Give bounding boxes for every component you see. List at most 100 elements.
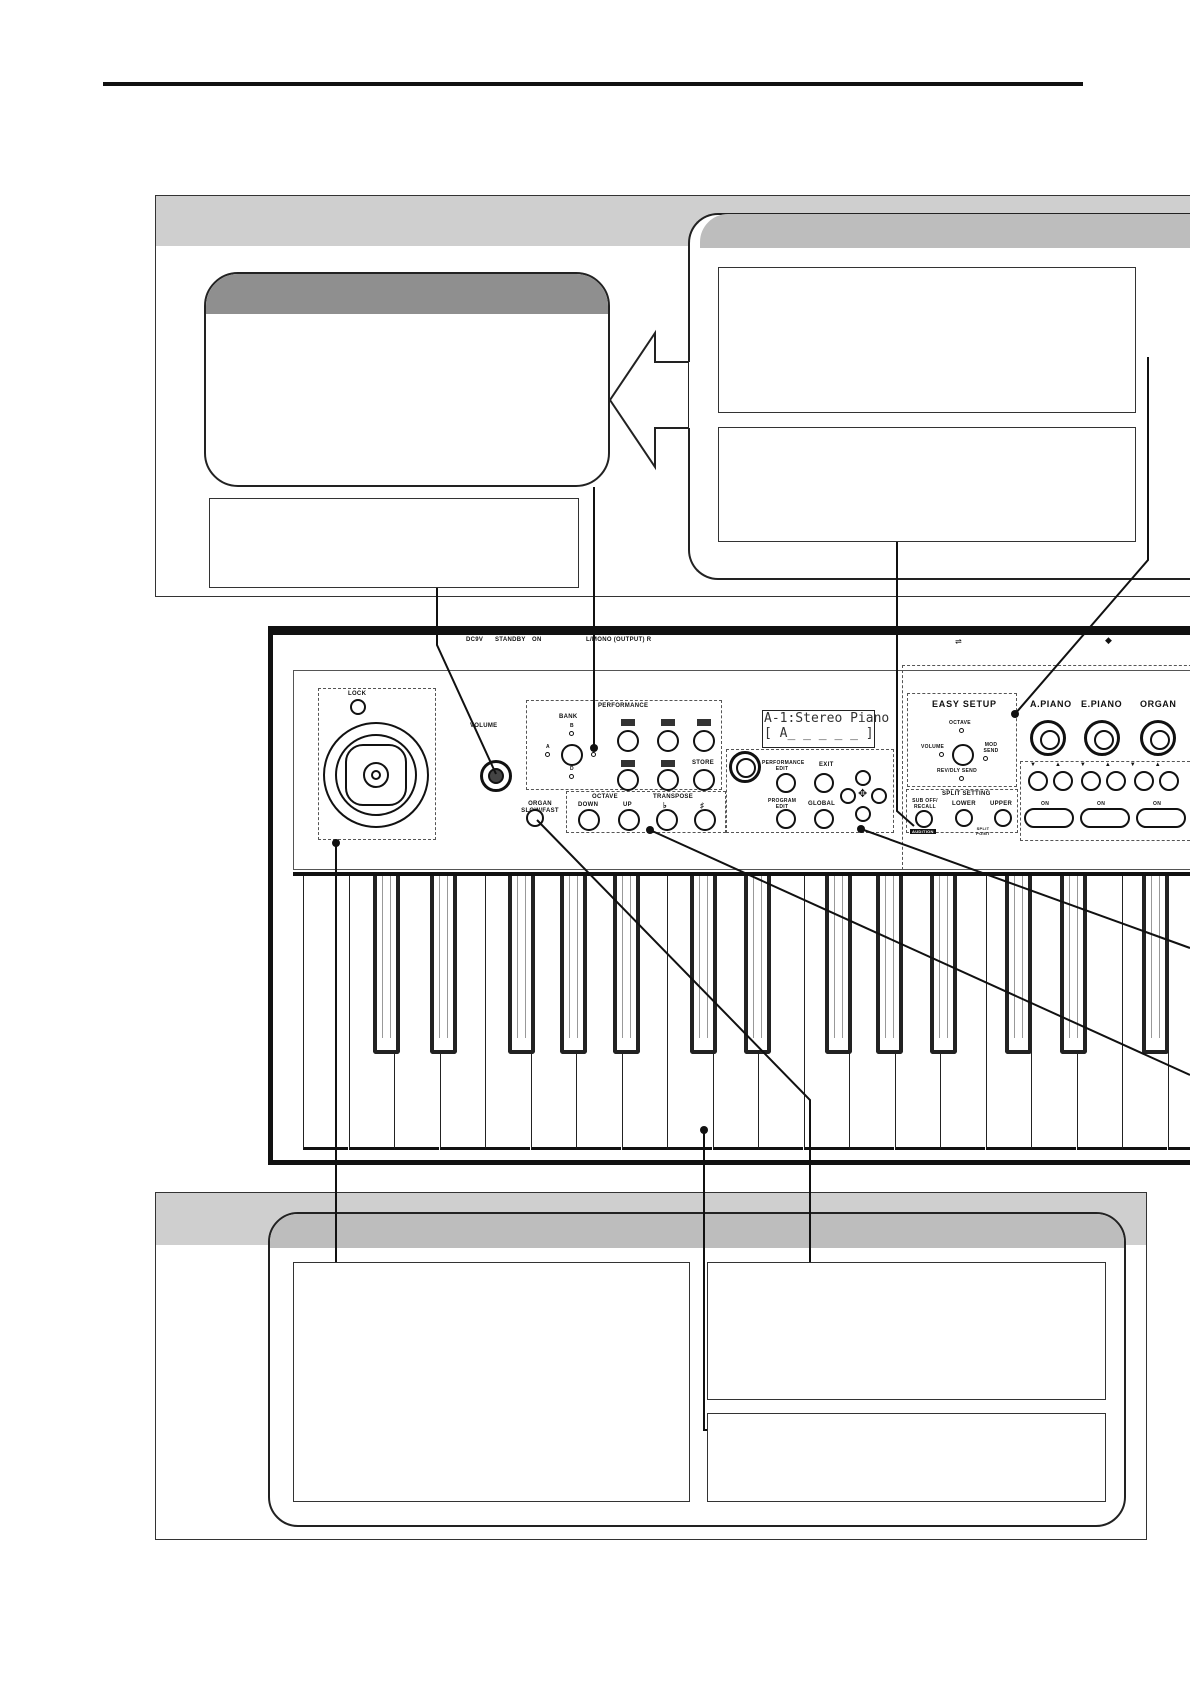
split-setting-section <box>906 789 1018 833</box>
on-label: ON <box>532 637 542 643</box>
performance-edit-button[interactable] <box>776 773 796 793</box>
split-setting-label: SPLIT SETTING <box>942 791 991 797</box>
global-button[interactable] <box>814 809 834 829</box>
easy-setup-label: EASY SETUP <box>932 699 997 709</box>
octave-up-button[interactable] <box>618 809 640 831</box>
top-rule <box>103 82 1083 86</box>
easy-setup-callout-box <box>718 267 1136 413</box>
part-3-up-button[interactable] <box>1159 771 1179 791</box>
part-3-down-button[interactable] <box>1134 771 1154 791</box>
control-panel <box>293 670 1190 870</box>
lcd-display: A-1:Stereo Piano [ A_ _ _ _ _ ] <box>762 710 889 748</box>
octave-transpose-section <box>566 791 726 833</box>
black-key[interactable] <box>1142 876 1169 1054</box>
octave-down-button[interactable] <box>578 809 600 831</box>
volume-led <box>939 752 944 757</box>
octave-up-label: UP <box>623 802 632 808</box>
program-edit-button[interactable] <box>776 809 796 829</box>
bank-a-label: A <box>546 744 550 750</box>
perf-2-button[interactable] <box>657 730 679 752</box>
perf-1-button[interactable] <box>617 730 639 752</box>
black-key[interactable] <box>430 876 457 1054</box>
organ-knob[interactable] <box>1140 720 1176 756</box>
black-key[interactable] <box>744 876 771 1054</box>
sub-off-recall-button[interactable] <box>915 810 933 828</box>
joystick-area <box>318 688 436 840</box>
bank-d-led <box>569 774 574 779</box>
black-key[interactable] <box>613 876 640 1054</box>
store-button[interactable] <box>693 769 715 791</box>
perf-3-button[interactable] <box>693 730 715 752</box>
part-2-up-button[interactable] <box>1106 771 1126 791</box>
exit-label: EXIT <box>819 762 834 768</box>
black-key[interactable] <box>508 876 535 1054</box>
part-1-on-button[interactable] <box>1024 808 1074 828</box>
black-key[interactable] <box>930 876 957 1054</box>
upper-label: UPPER <box>990 801 1013 807</box>
transpose-flat-button[interactable] <box>656 809 678 831</box>
global-label: GLOBAL <box>808 801 836 807</box>
dc-label: DC9V <box>466 637 484 643</box>
lower-button[interactable] <box>955 809 973 827</box>
bank-d-label: D <box>570 766 574 772</box>
value-dial[interactable] <box>729 751 761 783</box>
cursor-down-button[interactable] <box>855 806 871 822</box>
transpose-sharp-button[interactable] <box>694 809 716 831</box>
control-group-header <box>700 214 1190 248</box>
key-bed-edge <box>293 872 1190 876</box>
bottom-control-group-header <box>270 1214 1124 1248</box>
black-key[interactable] <box>373 876 400 1054</box>
black-key[interactable] <box>560 876 587 1054</box>
lock-button[interactable] <box>350 699 366 715</box>
upper-button[interactable] <box>994 809 1012 827</box>
perf-4-button[interactable] <box>617 769 639 791</box>
perf-5-button[interactable] <box>657 769 679 791</box>
part-2-down-button[interactable] <box>1081 771 1101 791</box>
part-buttons-area <box>1020 761 1190 841</box>
perf-2-indicator <box>661 719 675 726</box>
keyboard-callout-box <box>707 1413 1106 1502</box>
part-2-on-label: ON <box>1097 801 1106 807</box>
lower-label: LOWER <box>952 801 976 807</box>
cursor-right-button[interactable] <box>871 788 887 804</box>
a-piano-knob[interactable] <box>1030 720 1066 756</box>
volume-knob[interactable] <box>480 760 512 792</box>
black-key[interactable] <box>690 876 717 1054</box>
octave-led <box>959 728 964 733</box>
mod-send-label: MOD SEND <box>983 742 999 754</box>
volume-small-label: VOLUME <box>921 744 945 750</box>
octave-small-label: OCTAVE <box>949 720 971 726</box>
bank-button[interactable] <box>561 744 583 766</box>
black-key[interactable] <box>1005 876 1032 1054</box>
part-3-on-button[interactable] <box>1136 808 1186 828</box>
white-key[interactable] <box>303 876 348 1150</box>
output-label: L/MONO (OUTPUT) R <box>586 637 652 643</box>
performance-edit-label: PERFORMANCE EDIT <box>762 760 805 772</box>
e-piano-knob[interactable] <box>1084 720 1120 756</box>
organ-slow-fast-callout-box <box>707 1262 1106 1400</box>
bank-label: BANK <box>559 714 578 720</box>
program-edit-label: PROGRAM EDIT <box>768 798 797 810</box>
perf-5-indicator <box>661 760 675 767</box>
easy-setup-select-button[interactable] <box>952 744 974 766</box>
rev-dly-send-led <box>959 776 964 781</box>
usb-icon: ⇌ <box>955 637 962 646</box>
part-1-up-button[interactable] <box>1053 771 1073 791</box>
joystick-ring[interactable] <box>323 722 429 828</box>
perf-3-indicator <box>697 719 711 726</box>
e-piano-label: E.PIANO <box>1081 699 1123 709</box>
part-1-down-button[interactable] <box>1028 771 1048 791</box>
cursor-left-button[interactable] <box>840 788 856 804</box>
perf-4-indicator <box>621 760 635 767</box>
performance-label: PERFORMANCE <box>598 703 649 709</box>
exit-button[interactable] <box>814 773 834 793</box>
cursor-up-button[interactable] <box>855 770 871 786</box>
mod-send-led <box>983 756 988 761</box>
standby-label: STANDBY <box>495 637 526 643</box>
black-key[interactable] <box>876 876 903 1054</box>
split-point-label: SPLIT POINT <box>976 826 990 836</box>
black-key[interactable] <box>825 876 852 1054</box>
part-2-on-button[interactable] <box>1080 808 1130 828</box>
